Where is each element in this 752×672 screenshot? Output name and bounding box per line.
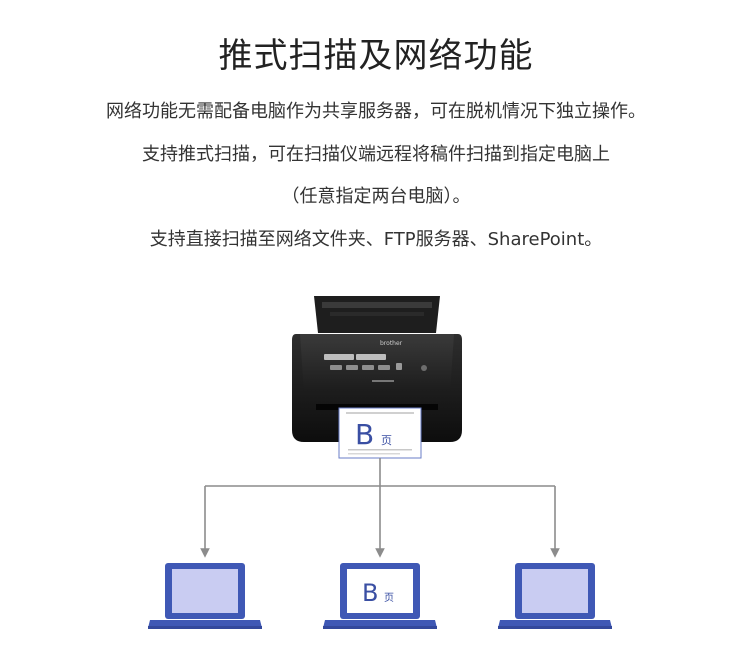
- laptop-center: B 页: [323, 563, 437, 629]
- description-line-3: （任意指定两台电脑）。: [281, 186, 471, 207]
- document-subtext: 页: [381, 434, 392, 447]
- laptop-document-letter: B: [362, 579, 378, 607]
- scanner-brand-label: brother: [380, 340, 403, 347]
- laptop-document-subtext: 页: [384, 592, 394, 604]
- laptop-right: [498, 563, 612, 629]
- laptop-left: [148, 563, 262, 629]
- page-title: 推式扫描及网络功能: [218, 36, 534, 76]
- network-connectors: [200, 458, 560, 558]
- scanned-document: B 页: [338, 407, 422, 459]
- description-line-1: 网络功能无需配备电脑作为共享服务器，可在脱机情况下独立操作。: [106, 101, 646, 122]
- document-letter: B: [355, 418, 374, 451]
- description-line-2: 支持推式扫描，可在扫描仪端远程将稿件扫描到指定电脑上: [142, 144, 610, 165]
- description-line-4: 支持直接扫描至网络文件夹、FTP服务器、SharePoint。: [149, 229, 603, 250]
